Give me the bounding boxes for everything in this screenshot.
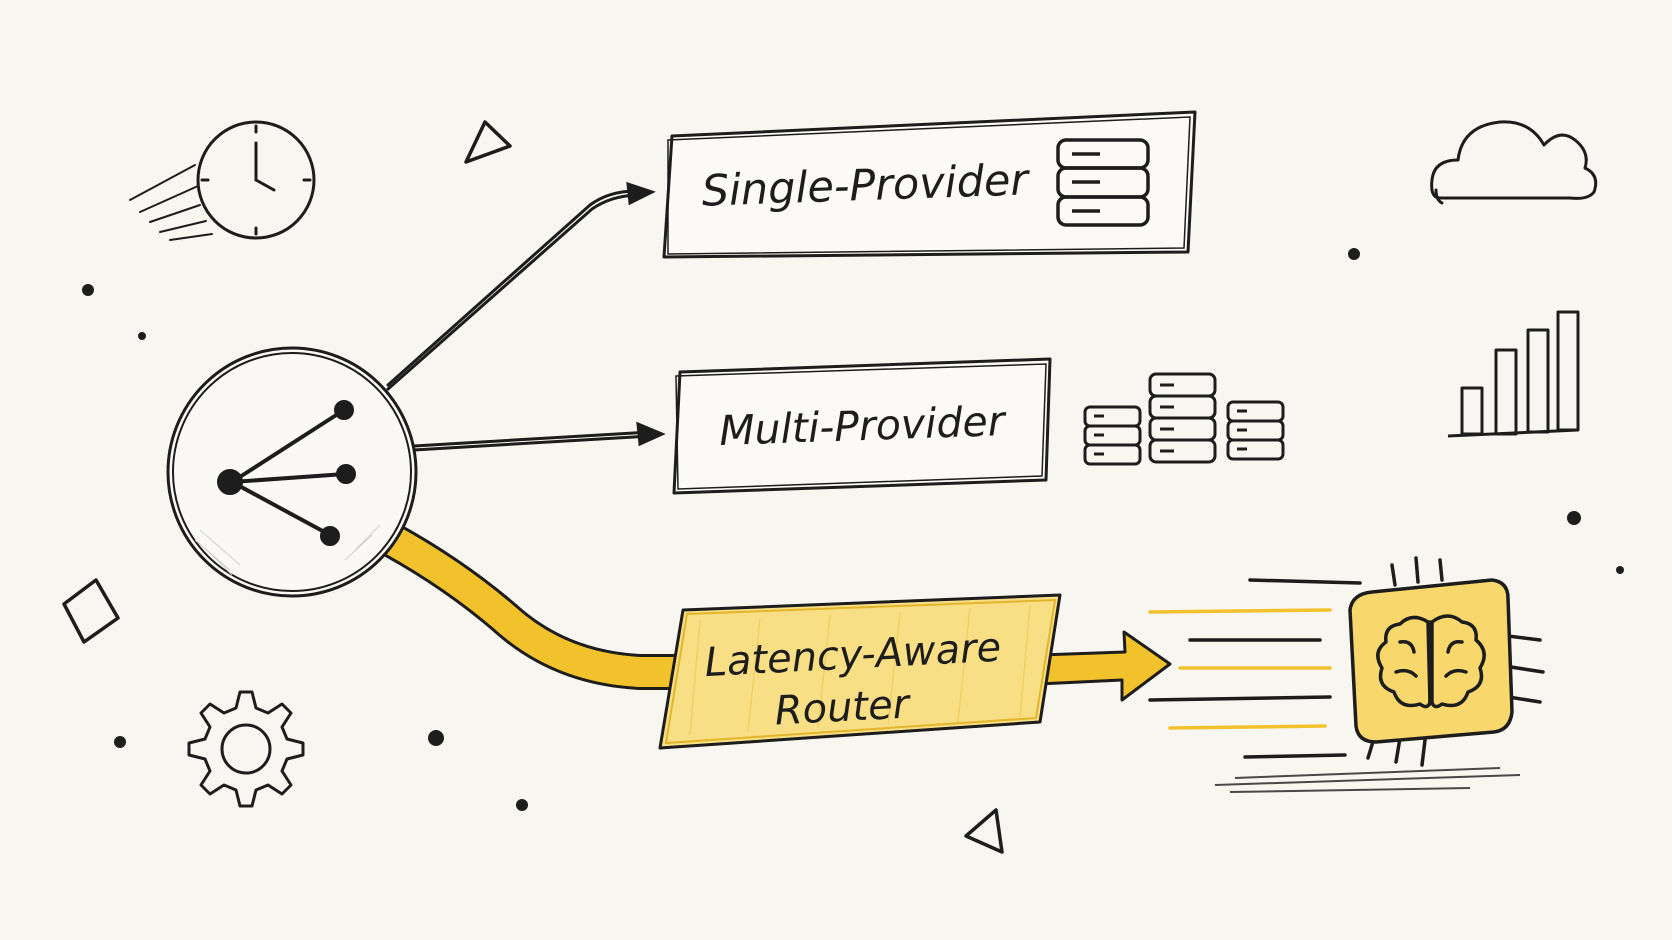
output-arrow [1036,630,1172,702]
option-multi-label: Multi-Provider [718,397,1007,455]
cloud-icon [1430,120,1598,205]
multi-server-icon [1083,372,1285,466]
clock-icon [129,120,316,241]
option-single-label: Single-Provider [701,155,1031,216]
option-latency-label-line2: Router [774,681,913,734]
dots [82,248,1624,811]
connector-single [386,181,656,391]
gear-icon [187,690,305,808]
connector-multi [412,421,666,452]
ai-chip-brain-icon [1214,556,1545,793]
option-latency-aware-router: Latency-Aware Router [658,593,1062,750]
triangle-icon [464,120,512,164]
triangle-icon [964,808,1004,854]
bar-chart-icon [1447,310,1580,438]
diamond-icon [62,578,120,644]
speed-lines [1148,578,1362,759]
server-stack-icon [1056,138,1150,227]
connector-latency [374,522,708,690]
hub-circle [166,346,418,598]
option-single-provider: Single-Provider [662,110,1197,259]
option-multi-provider: Multi-Provider [672,357,1052,495]
branch-fork-icon [217,400,356,546]
